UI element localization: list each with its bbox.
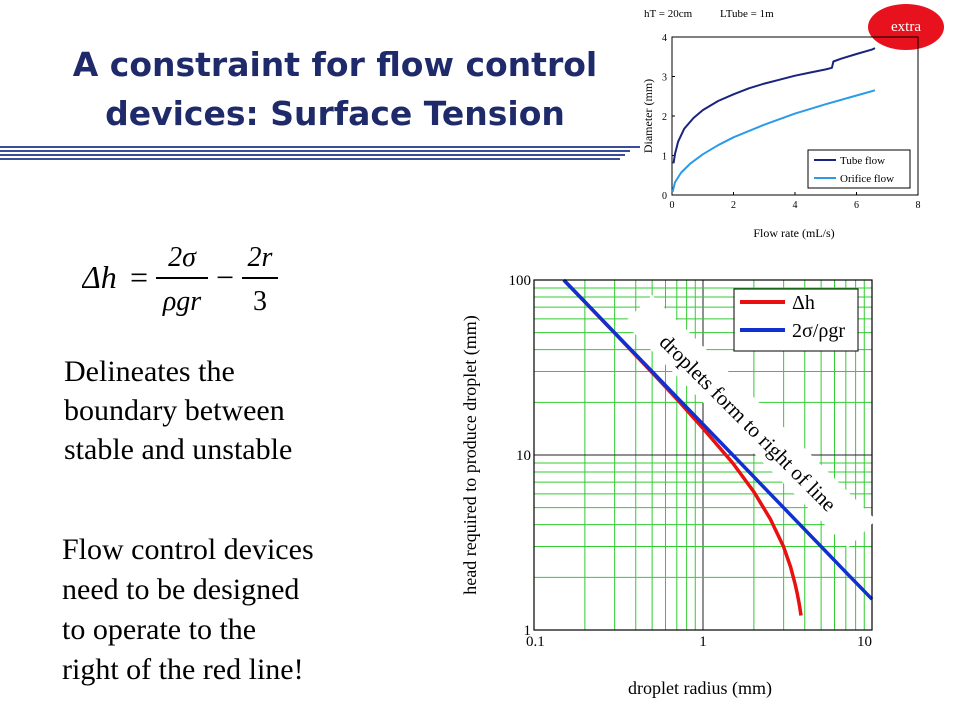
inset-legend-box: [807, 149, 911, 189]
main-chart-series: [562, 278, 874, 616]
inset-series: [671, 47, 876, 193]
design-line-3: to operate to the: [62, 613, 257, 646]
main-x-tick-label: 1: [699, 634, 707, 650]
inset-y-tick-label: 4: [662, 33, 667, 44]
legend-label-delta-h: Δh: [792, 292, 815, 314]
inset-x-tick-label: 8: [916, 200, 921, 211]
inset-y-tick-label: 1: [662, 152, 667, 163]
annotation-text: droplets form to right of line: [655, 330, 841, 516]
main-y-tick-label: 10: [516, 448, 531, 464]
formula-minus: −: [216, 259, 234, 295]
main-chart-legend: Δh 2σ/ρgr: [733, 288, 859, 352]
main-x-tick-label: 10: [857, 634, 872, 650]
boundary-line-1: Delineates the: [64, 355, 235, 388]
formula-equals: =: [130, 259, 148, 295]
droplet-annotation: droplets form to right of line: [624, 295, 876, 548]
series-line-capillary: [562, 278, 874, 601]
inset-x-tick-label: 2: [731, 200, 736, 211]
formula-numerator-1: 2σ: [168, 242, 197, 273]
legend-label-capillary: 2σ/ρgr: [792, 320, 845, 342]
design-text: Flow control devices need to be designed…: [62, 530, 314, 690]
formula-numerator-2: 2r: [248, 242, 273, 273]
series-line-tube-flow: [672, 47, 876, 164]
inset-header-right: LTube = 1m: [720, 8, 774, 20]
formula-lhs: Δh: [82, 259, 117, 295]
inset-x-tick-label: 4: [793, 200, 798, 211]
slide-title: A constraint for flow control devices: S…: [30, 40, 640, 138]
inset-y-tick-label: 0: [662, 191, 667, 202]
design-line-2: need to be designed: [62, 573, 300, 606]
underline-bar-3: [0, 154, 625, 156]
inset-y-tick-label: 3: [662, 73, 667, 84]
design-line-4: right of the red line!: [62, 653, 304, 686]
series-line-orifice-flow: [671, 89, 876, 193]
inset-legend-label-orifice: Orifice flow: [840, 173, 894, 185]
main-chart-xlabel: droplet radius (mm): [628, 678, 772, 699]
main-x-tick-label: 0.1: [526, 634, 545, 650]
formula-denominator-1: ρgr: [162, 286, 201, 317]
main-chart-frame: [533, 279, 873, 631]
main-y-tick-label: 100: [509, 273, 532, 289]
design-line-1: Flow control devices: [62, 533, 314, 566]
inset-x-tick-label: 6: [854, 200, 859, 211]
surface-tension-formula: Δh = 2σ ρgr − 2r 3: [82, 242, 278, 317]
title-line-2: devices: Surface Tension: [105, 94, 565, 133]
inset-legend-label-tube: Tube flow: [840, 155, 885, 167]
series-line-delta-h: [562, 278, 803, 616]
inset-y-tick-label: 2: [662, 112, 667, 123]
inset-xlabel: Flow rate (mL/s): [753, 226, 834, 240]
annotation-background: [624, 295, 876, 548]
main-chart-ylabel: head required to produce droplet (mm): [460, 315, 481, 594]
main-chart-grid: [534, 280, 872, 630]
boundary-line-2: boundary between: [64, 394, 285, 427]
inset-header-left: hT = 20cm: [644, 8, 693, 20]
boundary-text: Delineates the boundary between stable a…: [64, 352, 292, 469]
formula-denominator-2: 3: [253, 286, 267, 317]
extra-badge: extra: [868, 4, 944, 50]
underline-bar-1: [0, 146, 640, 148]
inset-legend: Tube flow Orifice flow: [807, 149, 911, 189]
inset-frame: [671, 36, 919, 196]
inset-ylabel: Diameter (mm): [641, 79, 655, 153]
underline-bar-2: [0, 150, 630, 152]
main-legend-box: [733, 288, 859, 352]
title-line-1: A constraint for flow control: [72, 45, 598, 84]
inset-tick-labels: 0 2 4 6 8 0 1 2 3 4: [662, 33, 921, 211]
main-y-tick-label: 1: [524, 623, 532, 639]
inset-x-tick-label: 0: [670, 200, 675, 211]
underline-bar-4: [0, 158, 620, 160]
boundary-line-3: stable and unstable: [64, 433, 293, 466]
